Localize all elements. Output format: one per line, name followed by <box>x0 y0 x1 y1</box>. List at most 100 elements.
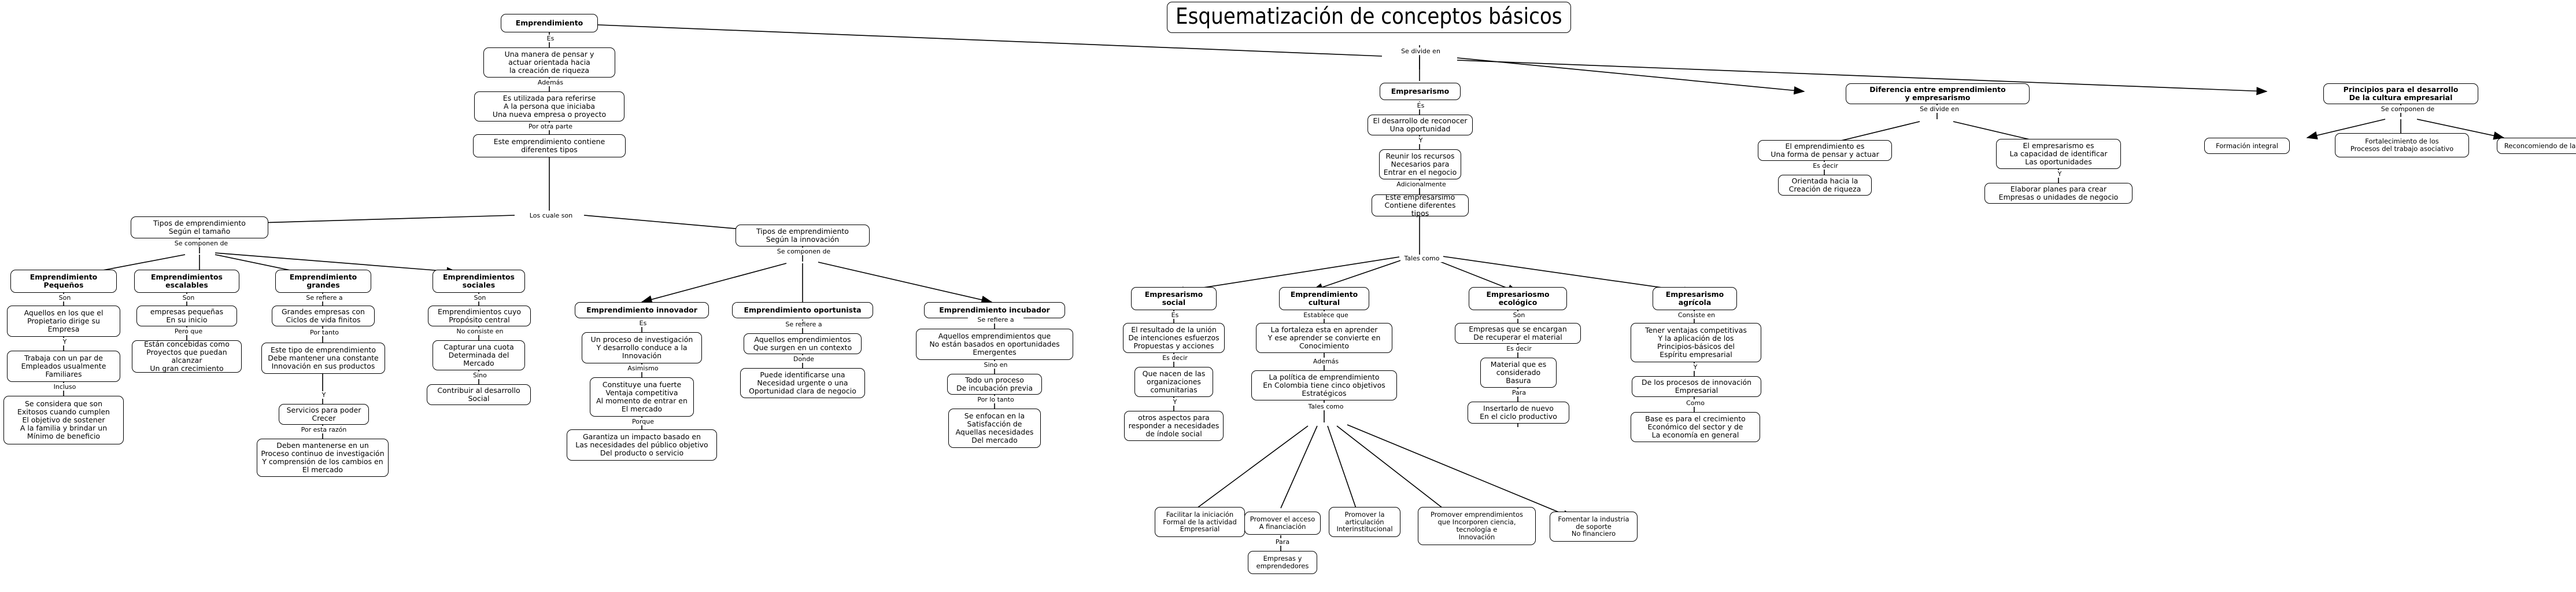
link-label-inc-sinoen: Sino en <box>976 361 1015 369</box>
node-emp-step-1[interactable]: Una manera de pensar y actuar orientada … <box>483 47 615 78</box>
node-emp-step-2[interactable]: Es utilizada para referirse A la persona… <box>474 91 624 122</box>
node-inn-step-3[interactable]: Garantiza un impacto basado en Las neces… <box>567 429 717 461</box>
node-tipos-tamano[interactable]: Tipos de emprendimiento Según el tamaño <box>131 216 268 238</box>
node-objetivo-3[interactable]: Promover la articulación Interinstitucio… <box>1329 507 1400 537</box>
node-objetivo-1[interactable]: Facilitar la iniciación Formal de la act… <box>1155 507 1245 537</box>
node-principio-1[interactable]: Formación integral <box>2204 138 2290 154</box>
link-label-inn-asimismo: Asimismo <box>622 365 664 372</box>
node-emprendimientos-escalables[interactable]: Emprendimientos escalables <box>134 270 239 293</box>
link-label-dif-esdecir: Es decir <box>1805 162 1846 170</box>
link-label-cul-talescomo: Tales como <box>1304 403 1347 410</box>
node-soc-step-3[interactable]: Contribuir al desarrollo Social <box>427 384 531 405</box>
node-cul-step-2[interactable]: La política de emprendimiento En Colombi… <box>1251 370 1397 400</box>
node-principios[interactable]: Principios para el desarrollo De la cult… <box>2323 83 2478 104</box>
node-emprendimiento[interactable]: Emprendimiento <box>501 14 598 32</box>
link-label-gra-portanto: Por tanto <box>302 329 347 336</box>
node-eco-step-1[interactable]: Empresas que se encargan De recuperar el… <box>1455 323 1581 344</box>
link-label-gra-serefiere: Se refiere a <box>297 294 352 301</box>
node-peq-step-3[interactable]: Se considera que son Exitosos cuando cum… <box>3 396 124 444</box>
link-label-esc-son: Son <box>173 294 204 301</box>
node-soc-step-1[interactable]: Emprendimientos cuyo Propósito central <box>428 306 531 326</box>
node-agr-step-2[interactable]: De los procesos de innovación Empresaria… <box>1632 376 1761 397</box>
node-gra-step-3[interactable]: Servicios para poder Crecer <box>279 404 369 425</box>
node-gra-step-1[interactable]: Grandes empresas con Ciclos de vida fini… <box>272 306 375 326</box>
node-objetivo-2[interactable]: Promover el acceso A financiación <box>1244 512 1321 535</box>
link-label-prin-split: Se componen de <box>2373 105 2442 113</box>
link-label-inc-porlotanto: Por lo tanto <box>969 396 1022 403</box>
node-empresarismo-social[interactable]: Empresarismo social <box>1131 287 1217 310</box>
node-esc-step-1[interactable]: empresas pequeñas En su inicio <box>136 306 237 326</box>
link-label-emp-porotra: Por otra parte <box>525 123 576 130</box>
node-peq-step-1[interactable]: Aquellos en los que el Propietario dirig… <box>7 306 120 337</box>
link-label-peq-y: Y <box>56 338 74 345</box>
node-diferencia[interactable]: Diferencia entre emprendimiento y empres… <box>1846 83 2030 104</box>
node-inc-step-1[interactable]: Aquellos emprendimientos que No están ba… <box>916 329 1073 360</box>
node-inc-step-2[interactable]: Todo un proceso De incubación previa <box>947 374 1042 395</box>
node-inn-step-1[interactable]: Un proceso de investigación Y desarrollo… <box>582 332 702 363</box>
node-principio-3[interactable]: Reconcomiendo de la conciencia <box>2497 138 2576 154</box>
node-es-step-3[interactable]: otros aspectos para responder a necesida… <box>1124 411 1224 441</box>
link-label-cul-ademas: Además <box>1304 358 1347 365</box>
node-objetivo-4[interactable]: Promover emprendimientos que Incorporen … <box>1418 507 1536 545</box>
node-empresarismo-ecologico[interactable]: Empresariosmo ecológico <box>1469 287 1567 310</box>
node-emprendimiento-grandes[interactable]: Emprendimiento grandes <box>275 270 371 293</box>
link-label-gra-y: Y <box>315 391 333 399</box>
node-emprendimiento-pequenos[interactable]: Emprendimiento Pequeños <box>10 270 117 293</box>
link-label-agr-consiste: Consiste en <box>1672 311 1721 319</box>
node-emprendimiento-incubador[interactable]: Emprendimiento incubador <box>924 302 1065 318</box>
node-opo-step-1[interactable]: Aquellos emprendimientos Que surgen en u… <box>744 333 862 354</box>
node-gra-step-4[interactable]: Deben mantenerse en un Proceso continuo … <box>257 439 389 477</box>
link-label-agr-y: Y <box>1686 363 1705 371</box>
node-tipos-innovacion[interactable]: Tipos de emprendimiento Según la innovac… <box>736 225 870 247</box>
link-label-root-divide: Se divide en <box>1391 47 1451 55</box>
node-eco-step-2[interactable]: Material que es considerado Basura <box>1480 358 1557 388</box>
node-inn-step-2[interactable]: Constituye una fuerte Ventaja competitiv… <box>590 377 694 417</box>
link-label-es-y: Y <box>1166 398 1184 406</box>
node-emprendimiento-oportunista[interactable]: Emprendimiento oportunista <box>732 302 873 318</box>
link-label-cul-establece: Establece que <box>1298 311 1354 319</box>
node-agr-step-1[interactable]: Tener ventajas competitivas Y la aplicac… <box>1631 323 1761 362</box>
node-opo-step-2[interactable]: Puede identificarse una Necesidad urgent… <box>740 368 865 398</box>
node-empr-step-3[interactable]: Este empresarsimo Contiene diferentes ti… <box>1372 193 1469 218</box>
node-emprendimiento-cultural[interactable]: Emprendimiento cultural <box>1279 287 1369 310</box>
node-dif-emprendimiento[interactable]: El emprendimiento es Una forma de pensar… <box>1758 140 1892 161</box>
node-cul-step-1[interactable]: La fortaleza esta en aprender Y ese apre… <box>1256 323 1392 353</box>
node-emprendimientos-sociales[interactable]: Emprendimientos sociales <box>433 270 525 293</box>
link-label-empr-y: Y <box>1411 137 1430 144</box>
node-peq-step-2[interactable]: Trabaja con un par de Empleados usualmen… <box>7 351 120 382</box>
node-gra-step-2[interactable]: Este tipo de emprendimiento Debe mantene… <box>261 343 385 374</box>
link-label-peq-incluso: Incluso <box>46 383 83 391</box>
node-agr-step-3[interactable]: Base es para el crecimiento Económico de… <box>1631 412 1760 442</box>
page-title: Esquematización de conceptos básicos <box>1167 2 1571 33</box>
link-label-opo-donde: Donde <box>785 355 822 363</box>
node-soc-step-2[interactable]: Capturar una cuota Determinada del Merca… <box>433 340 525 370</box>
link-label-opo-serefiere: Se refiere a <box>776 321 831 328</box>
link-label-empr-talescomo: Tales como <box>1400 255 1443 262</box>
node-emprendimiento-innovador[interactable]: Emprendimiento innovador <box>575 302 709 318</box>
node-objetivo-2-child[interactable]: Empresas y emprendedores <box>1248 551 1317 574</box>
node-empr-step-2[interactable]: Reunir los recursos Necesarios para Entr… <box>1379 149 1461 179</box>
link-label-emp-loscuale: Los cuale son <box>524 212 578 219</box>
node-esc-step-2[interactable]: Están concebidas como Proyectos que pued… <box>132 340 242 373</box>
node-dif-empresarismo[interactable]: El empresarismo es La capacidad de ident… <box>1996 139 2121 169</box>
node-dif-empresarismo-child[interactable]: Elaborar planes para crear Empresas o un… <box>1984 183 2133 204</box>
link-label-soc-son: Son <box>465 294 495 301</box>
node-es-step-1[interactable]: El resultado de la unión De intenciones … <box>1123 323 1225 353</box>
link-label-peq-son: Son <box>50 294 80 301</box>
node-eco-step-3[interactable]: Insertarlo de nuevo En el ciclo producti… <box>1468 402 1569 424</box>
node-empresarismo[interactable]: Empresarismo <box>1380 83 1461 100</box>
link-label-eco-esdecir: Es decir <box>1498 345 1540 352</box>
node-es-step-2[interactable]: Que nacen de las organizaciones comunita… <box>1134 367 1213 397</box>
link-label-es-es: Es <box>1160 311 1190 319</box>
node-dif-emprendimiento-child[interactable]: Orientada hacia la Creación de riqueza <box>1778 175 1872 196</box>
node-empr-step-1[interactable]: El desarrollo de reconocer Una oportunid… <box>1368 115 1473 135</box>
node-empresarismo-agricola[interactable]: Empresarismo agrícola <box>1653 287 1737 310</box>
node-principio-2[interactable]: Fortalecimiento de los Procesos del trab… <box>2335 133 2469 157</box>
link-label-empr-es: Es <box>1406 102 1436 109</box>
link-label-esc-peroque: Pero que <box>168 328 209 335</box>
node-inc-step-3[interactable]: Se enfocan en la Satisfacción de Aquella… <box>948 409 1041 448</box>
node-objetivo-5[interactable]: Fomentar la industria de soporte No fina… <box>1550 512 1638 542</box>
link-label-innov-split: Se componen de <box>769 248 838 255</box>
link-label-soc-sino: Sino <box>465 372 495 379</box>
node-emp-step-3[interactable]: Este emprendimiento contiene diferentes … <box>473 134 626 157</box>
